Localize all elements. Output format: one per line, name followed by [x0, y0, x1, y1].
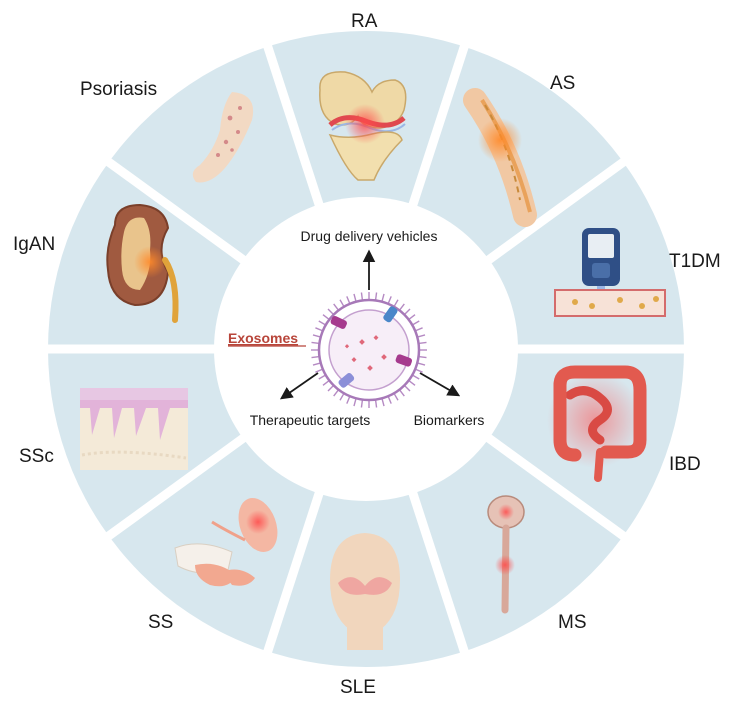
sector-label-ms: MS: [558, 612, 587, 633]
exosome-cargo: [344, 335, 387, 371]
exosome-spike: [398, 389, 405, 397]
exosome-spike: [393, 392, 399, 401]
membrane-protein: [330, 315, 347, 329]
exosome-spike: [318, 374, 327, 380]
intestine-icon: [547, 365, 647, 482]
exosome-spike: [315, 327, 324, 332]
exosome-spike: [322, 314, 330, 321]
exosome-spike: [353, 293, 357, 302]
exosome-spike: [414, 327, 423, 332]
role-drug-delivery: Drug delivery vehicles: [301, 228, 438, 244]
exosome-membrane-inner: [328, 309, 410, 391]
exosome-spike: [346, 395, 351, 404]
exosome-particle: [311, 292, 427, 408]
exosome-spike: [312, 362, 321, 366]
exosome-spike: [418, 341, 427, 345]
sector-label-as: AS: [550, 73, 575, 94]
arrow-right-down: [419, 372, 461, 397]
exosome-spike: [374, 292, 378, 301]
sector-label-sle: SLE: [340, 677, 376, 698]
sector-separator: [102, 156, 248, 265]
exosome-spike: [387, 296, 392, 305]
exosome-spike: [374, 399, 378, 408]
sector-label-psoriasis: Psoriasis: [80, 79, 157, 100]
sector-labels: RA AS T1DM IBD MS SLE SS SSc IgAN Psoria…: [13, 11, 721, 698]
brain-spinal-cord-icon: [487, 495, 525, 614]
exosome-spike: [414, 368, 423, 373]
sector-label-ss: SS: [148, 612, 173, 633]
exosome-spike: [403, 384, 411, 392]
skin-section-icon: [80, 388, 188, 470]
exosome-spike: [339, 299, 345, 308]
exosome-spike: [339, 392, 345, 401]
sector-label-t1dm: T1DM: [669, 251, 721, 272]
sector-separator: [102, 433, 248, 542]
joint-icon: [319, 71, 407, 181]
sector-separator: [262, 490, 324, 657]
kidney-icon: [106, 203, 179, 323]
exosome-spike: [333, 303, 340, 311]
membrane-protein: [383, 306, 398, 323]
exosome-spike: [327, 384, 335, 392]
center-labels: Drug delivery vehicles Therapeutic targe…: [228, 228, 484, 428]
role-biomarkers: Biomarkers: [414, 412, 485, 428]
exosome-spike: [346, 296, 351, 305]
exosome-spike: [418, 355, 427, 359]
face-rash-icon: [330, 533, 400, 650]
sector-separator: [408, 490, 470, 657]
exosome-spike: [408, 379, 416, 386]
exosome-spike: [398, 303, 405, 311]
arm-rash-icon: [192, 92, 254, 183]
sector-separators: [44, 41, 688, 657]
arrow-left-down: [279, 372, 319, 400]
salivary-gland-icon: [174, 497, 278, 587]
exosome-spike: [311, 355, 320, 359]
exosome-spike: [318, 320, 327, 326]
exosome-spike: [327, 308, 335, 316]
sector-label-ibd: IBD: [669, 454, 701, 475]
exosome-spike: [417, 362, 426, 366]
spine-icon: [463, 88, 537, 227]
exosome-spike: [322, 379, 330, 386]
exosome-spike: [387, 395, 392, 404]
exosome-spike: [360, 399, 364, 408]
exosome-spike: [381, 293, 385, 302]
sector-separator: [408, 41, 470, 208]
exosome-spike: [333, 389, 340, 397]
role-therapeutic-targets: Therapeutic targets: [250, 412, 371, 428]
exosome-spike: [408, 314, 416, 321]
sector-label-ra: RA: [351, 11, 378, 32]
sector-separator: [484, 156, 630, 265]
membrane-protein: [338, 373, 355, 388]
sector-separator: [262, 41, 324, 208]
exosome-spike: [393, 299, 399, 308]
sector-label-igan: IgAN: [13, 234, 55, 255]
exosome-spike: [312, 334, 321, 338]
exosome-spike: [381, 398, 385, 407]
exosomes-label: Exosomes: [228, 330, 298, 346]
exosome-surface-spikes: [311, 292, 427, 408]
membrane-protein: [395, 354, 413, 367]
sector-label-ssc: SSc: [19, 446, 54, 467]
exosome-spike: [411, 374, 420, 380]
exosome-spike: [311, 341, 320, 345]
role-arrows: [279, 249, 461, 400]
exosome-spike: [360, 292, 364, 301]
exosome-spike: [403, 308, 411, 316]
glucose-meter-icon: [554, 228, 666, 317]
exosome-spike: [411, 320, 420, 326]
sector-separator: [484, 433, 630, 542]
exosome-spike: [417, 334, 426, 338]
exosome-spike: [315, 368, 324, 373]
exosome-spike: [353, 398, 357, 407]
